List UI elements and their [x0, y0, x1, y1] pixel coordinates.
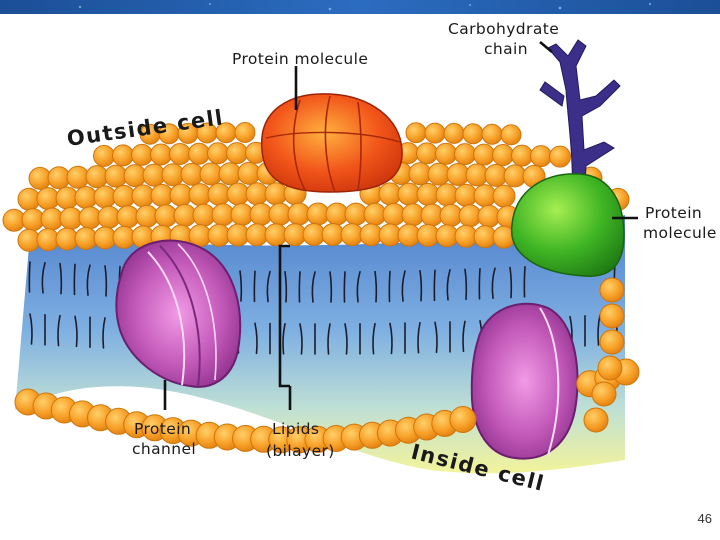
lipid-head: [169, 143, 191, 165]
label-carbohydrate-line1: Carbohydrate: [448, 20, 559, 38]
lipid-tail: [284, 270, 288, 303]
lipid-head: [188, 142, 210, 165]
label-protein-channel-line2: channel: [132, 440, 196, 458]
lipid-tail: [74, 315, 78, 348]
lipid-head: [530, 145, 552, 168]
slide-page-number: 46: [697, 511, 712, 526]
lipid-tail: [41, 261, 46, 294]
lipid-head: [226, 142, 248, 165]
lipid-tail: [417, 321, 421, 354]
label-protein-molecule-top: Protein molecule: [232, 50, 368, 68]
protein-molecule-right: [510, 173, 625, 277]
lipid-tail: [374, 270, 378, 303]
lipid-tail: [59, 262, 63, 295]
lipid-head: [112, 144, 134, 167]
lipid-tail: [104, 265, 108, 297]
lipid-tail: [299, 323, 303, 355]
lipid-tail: [372, 322, 376, 355]
lipid-head: [599, 303, 625, 329]
lipid-tail: [327, 323, 331, 355]
lipid-head: [549, 145, 571, 168]
lipid-head: [492, 184, 516, 208]
lipid-head: [150, 143, 172, 166]
lipid-head: [462, 123, 484, 145]
lipid-tail: [282, 322, 286, 355]
lipid-tail: [401, 270, 406, 302]
lipid-head: [405, 122, 427, 144]
lipid-tail: [523, 266, 526, 298]
lipid-tail: [597, 314, 601, 346]
lipid-head: [481, 123, 503, 145]
lipid-tail: [86, 264, 91, 296]
label-protein-right-line1: Protein: [645, 204, 702, 222]
leader-lines: [163, 41, 638, 410]
lipid-tail: [433, 269, 436, 302]
top-banner-fill: [0, 0, 720, 14]
lipid-tail: [356, 271, 361, 303]
carbohydrate-chain: [539, 39, 621, 201]
lipid-tail: [434, 321, 438, 354]
lipid-tail: [266, 270, 271, 303]
lipid-head: [511, 144, 533, 167]
lipid-head: [454, 143, 476, 166]
lipid-head: [500, 124, 522, 146]
lipid-tail: [329, 271, 333, 303]
lipid-head: [473, 143, 495, 166]
lipid-tail: [254, 322, 258, 355]
lipid-tail: [57, 314, 61, 347]
lipid-tail: [462, 320, 466, 353]
top-banner-sparkles: [78, 2, 652, 11]
lipid-head: [591, 381, 617, 407]
leader-lipids: [278, 244, 292, 410]
lipid-tail: [73, 263, 76, 296]
lipid-tail: [464, 268, 468, 301]
lipid-tail: [253, 270, 256, 303]
lipid-tail: [491, 267, 496, 299]
lipid-head: [207, 142, 229, 165]
lipid-tail: [509, 266, 513, 299]
lipid-tail: [28, 261, 31, 293]
lipid-tails: [28, 261, 618, 355]
lipid-head: [449, 406, 477, 433]
label-carbohydrate-line2: chain: [484, 40, 528, 58]
protein-molecule-top: [261, 93, 403, 193]
label-lipids-line2: (bilayer): [266, 442, 335, 460]
lipid-heads-inner: [14, 277, 640, 454]
lipid-head: [583, 407, 609, 433]
protein-channel-right: [470, 302, 579, 460]
lipid-tail: [29, 313, 33, 345]
lipid-head: [435, 142, 457, 165]
lipid-tail: [344, 323, 348, 355]
lipid-tail: [311, 271, 316, 303]
lipid-head: [597, 355, 623, 381]
lipid-head: [599, 277, 625, 303]
label-lipids-line1: Lipids: [272, 420, 319, 438]
lipid-tail: [388, 270, 391, 303]
label-protein-channel-line1: Protein: [134, 420, 191, 438]
lipid-head: [443, 122, 465, 144]
lipid-tail: [343, 271, 346, 303]
lipid-tail: [239, 270, 243, 302]
lipid-tail: [478, 267, 481, 300]
lipid-tail: [102, 317, 106, 349]
lipid-head: [424, 122, 446, 144]
lipid-head: [234, 122, 256, 143]
lipid-tail: [446, 269, 451, 301]
top-banner: [0, 0, 720, 14]
lipid-tail: [389, 322, 393, 355]
lipid-tail: [419, 269, 423, 302]
lipid-head: [492, 144, 514, 166]
protein-channel-left: [115, 239, 242, 388]
leader-carbohydrate: [539, 41, 553, 53]
lipid-tail: [298, 271, 301, 303]
lipid-head: [93, 144, 115, 167]
lipid-head: [416, 142, 438, 165]
lipid-head: [599, 329, 625, 355]
label-protein-right-line2: molecule: [643, 224, 717, 242]
lipid-head: [131, 143, 153, 166]
